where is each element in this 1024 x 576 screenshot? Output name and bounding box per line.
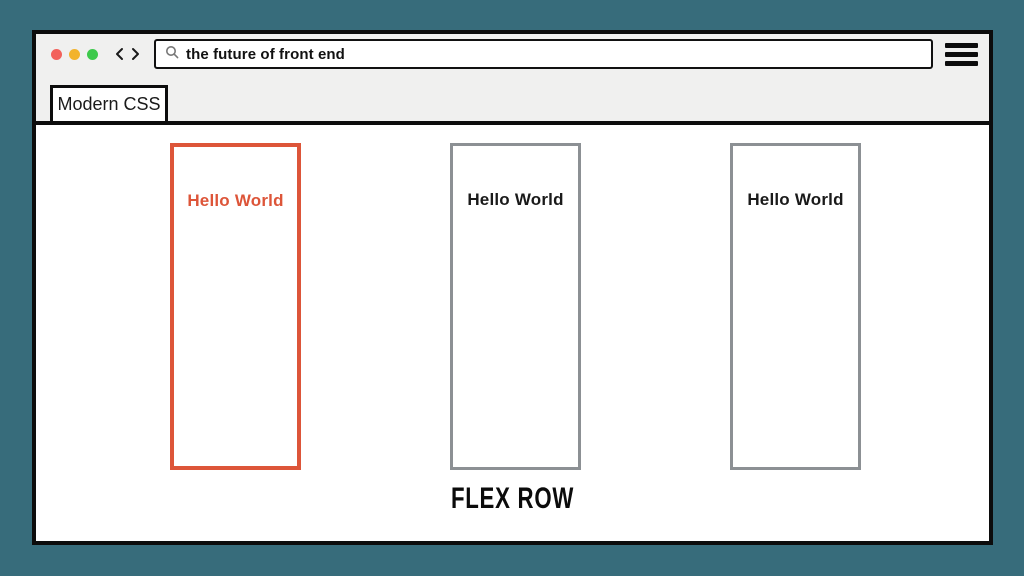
- caption-flex-row: FLEX ROW: [450, 482, 575, 515]
- flex-item-3: Hello World: [730, 143, 861, 470]
- flex-item-2: Hello World: [450, 143, 581, 470]
- browser-chrome-row: the future of front end: [51, 37, 978, 71]
- close-button[interactable]: [51, 48, 62, 60]
- nav-arrows: [114, 47, 141, 61]
- forward-button[interactable]: [130, 47, 141, 61]
- flex-item-1: Hello World: [170, 143, 301, 470]
- tab-label: Modern CSS: [57, 94, 161, 114]
- page-content: Hello World Hello World Hello World FLEX…: [36, 125, 989, 541]
- window-controls: [51, 48, 98, 60]
- back-button[interactable]: [114, 47, 125, 61]
- hamburger-icon: [945, 42, 978, 48]
- tab-modern-css[interactable]: Modern CSS: [50, 85, 168, 121]
- minimize-button[interactable]: [69, 48, 80, 60]
- flex-item-label: Hello World: [467, 190, 564, 209]
- search-icon: [165, 45, 179, 64]
- search-input[interactable]: the future of front end: [154, 39, 933, 69]
- chevron-right-icon: [132, 48, 139, 60]
- browser-titlebar: the future of front end Modern CSS: [36, 34, 989, 125]
- hamburger-icon: [945, 51, 978, 57]
- maximize-button[interactable]: [87, 48, 98, 60]
- hamburger-icon: [945, 60, 978, 66]
- chevron-left-icon: [116, 48, 123, 60]
- search-value: the future of front end: [186, 45, 345, 63]
- menu-button[interactable]: [945, 42, 978, 66]
- browser-window: the future of front end Modern CSS Hello…: [32, 30, 993, 545]
- flex-item-label: Hello World: [747, 190, 844, 209]
- flex-item-label: Hello World: [187, 191, 284, 210]
